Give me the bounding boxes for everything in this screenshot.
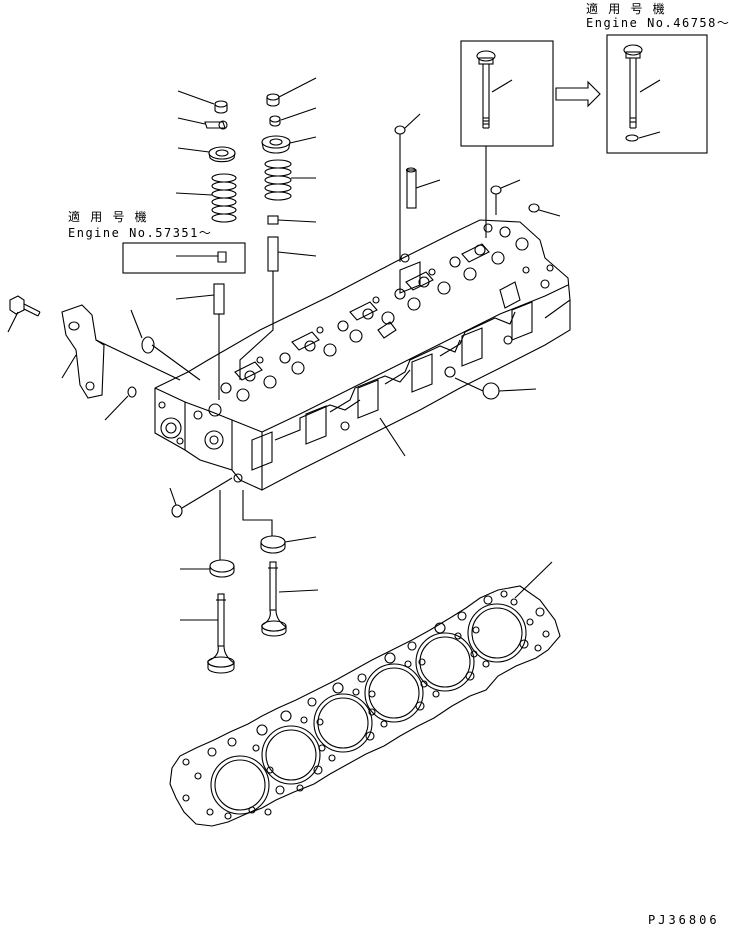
exhaust-valve bbox=[261, 561, 319, 637]
drawing-code: PJ36806 bbox=[648, 913, 720, 927]
stud-top-right bbox=[528, 203, 561, 217]
plug-lower-left bbox=[169, 477, 233, 518]
head-bolt-box-old bbox=[460, 40, 554, 147]
valve-spring-stack-right bbox=[239, 77, 317, 380]
serial-note-upper-right-jp: 適 用 号 機 bbox=[586, 2, 667, 16]
expansion-plug-side bbox=[454, 377, 537, 400]
plug-top-right bbox=[490, 179, 521, 215]
head-bolt-box-new bbox=[606, 34, 708, 154]
valve-seat-insert-right bbox=[242, 490, 317, 554]
intake-valve bbox=[180, 593, 235, 674]
lifting-bracket bbox=[61, 304, 181, 399]
arrow-right-icon bbox=[555, 80, 601, 108]
plug-top-left bbox=[394, 113, 421, 262]
head-gasket bbox=[169, 561, 561, 827]
valve-spring-stack-left bbox=[175, 90, 237, 223]
serial-note-upper-right-engine: Engine No.46758～ bbox=[586, 16, 729, 30]
valve-seat-insert-left bbox=[180, 490, 235, 578]
serial-note-left-engine: Engine No.57351～ bbox=[68, 226, 213, 240]
small-plug-left bbox=[104, 386, 137, 421]
head-top-features bbox=[208, 223, 554, 417]
serial-note-left-jp: 適 用 号 機 bbox=[68, 210, 149, 224]
bracket-bolt bbox=[7, 295, 41, 333]
valve-guide-left bbox=[175, 283, 225, 400]
cylinder-head bbox=[154, 219, 571, 491]
expansion-plug-front bbox=[130, 309, 201, 381]
dowel-pin-top bbox=[405, 167, 441, 209]
serial-note-left-box bbox=[122, 242, 246, 274]
